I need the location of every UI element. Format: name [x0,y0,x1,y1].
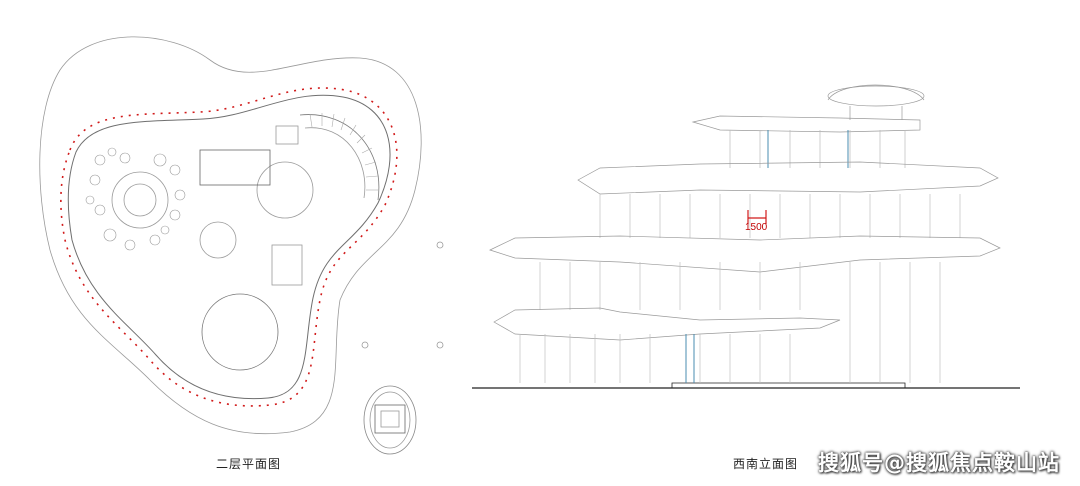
furniture [85,147,186,251]
roof-dome [827,85,925,107]
elevation-caption: 西南立面图 [733,457,799,471]
site-outline [39,36,422,435]
dimension-marker [747,210,767,224]
core-block [199,149,271,186]
round-room-small [199,221,237,259]
dimension-label: 1500 [745,222,768,233]
plan-caption: 二层平面图 [216,457,282,471]
staircase [299,114,380,201]
first-slab [493,307,841,341]
third-slab [577,161,999,195]
dimension-ring [60,87,398,407]
southwest-elevation [472,84,1020,389]
building-outline [67,94,391,400]
round-room-left [111,171,169,229]
round-hall [201,293,279,371]
kiosk-outline [363,385,417,455]
second-slab [489,235,1001,273]
round-room-center [256,161,314,219]
watermark: 搜狐号@搜狐焦点鞍山站 [818,451,1060,475]
roof-slab [691,115,921,133]
second-floor-plan [39,36,444,455]
